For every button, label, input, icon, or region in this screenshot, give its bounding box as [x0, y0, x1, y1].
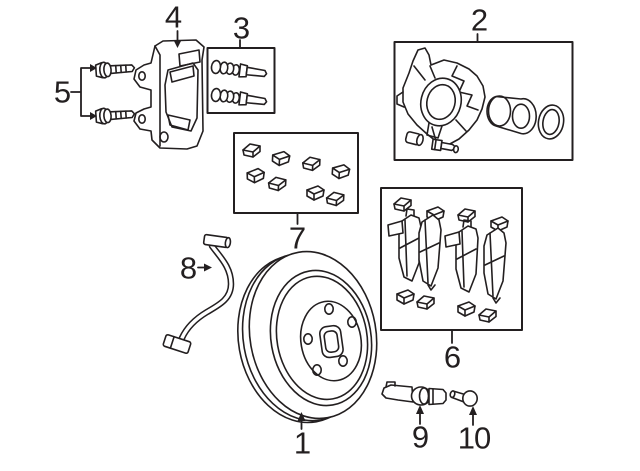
bracket-mounting-bolts-drawing [94, 59, 136, 126]
bleeder-screw-drawing [430, 138, 460, 154]
callout-5-mounting-bolts: 5 [53, 74, 71, 110]
callout-1-brake-rotor: 1 [293, 425, 311, 461]
callout-7-hardware-clip-kit: 7 [288, 220, 306, 256]
brake-rotor-drawing [236, 250, 378, 424]
caliper-drawing [396, 47, 486, 146]
callout-6-brake-pad-set: 6 [443, 339, 461, 375]
piston-seal-drawing [537, 104, 565, 140]
brake-pad-set-box [380, 187, 523, 331]
callout-10-pin-bolt: 10 [457, 420, 491, 456]
callout-3-guide-pin-kit: 3 [232, 10, 250, 46]
piston-drawing [486, 95, 537, 135]
wear-sensor-bracket-drawing [381, 381, 447, 406]
hardware-clip-kit-box [233, 132, 359, 214]
callout-8-brake-hose: 8 [179, 250, 197, 286]
mounting-pin-bolt-drawing [449, 390, 478, 407]
callout-2-caliper-assembly: 2 [470, 2, 488, 38]
callout-4-mount-bracket: 4 [164, 0, 182, 35]
callout-leaders [70, 30, 479, 430]
guide-pin-kit-box [206, 47, 276, 114]
brake-hose-drawing [162, 233, 235, 355]
callout-9-wear-sensor: 9 [411, 419, 429, 455]
caliper-assembly-box [393, 41, 574, 161]
bleeder-cap-drawing [404, 131, 424, 147]
caliper-mount-bracket-drawing [133, 39, 205, 150]
